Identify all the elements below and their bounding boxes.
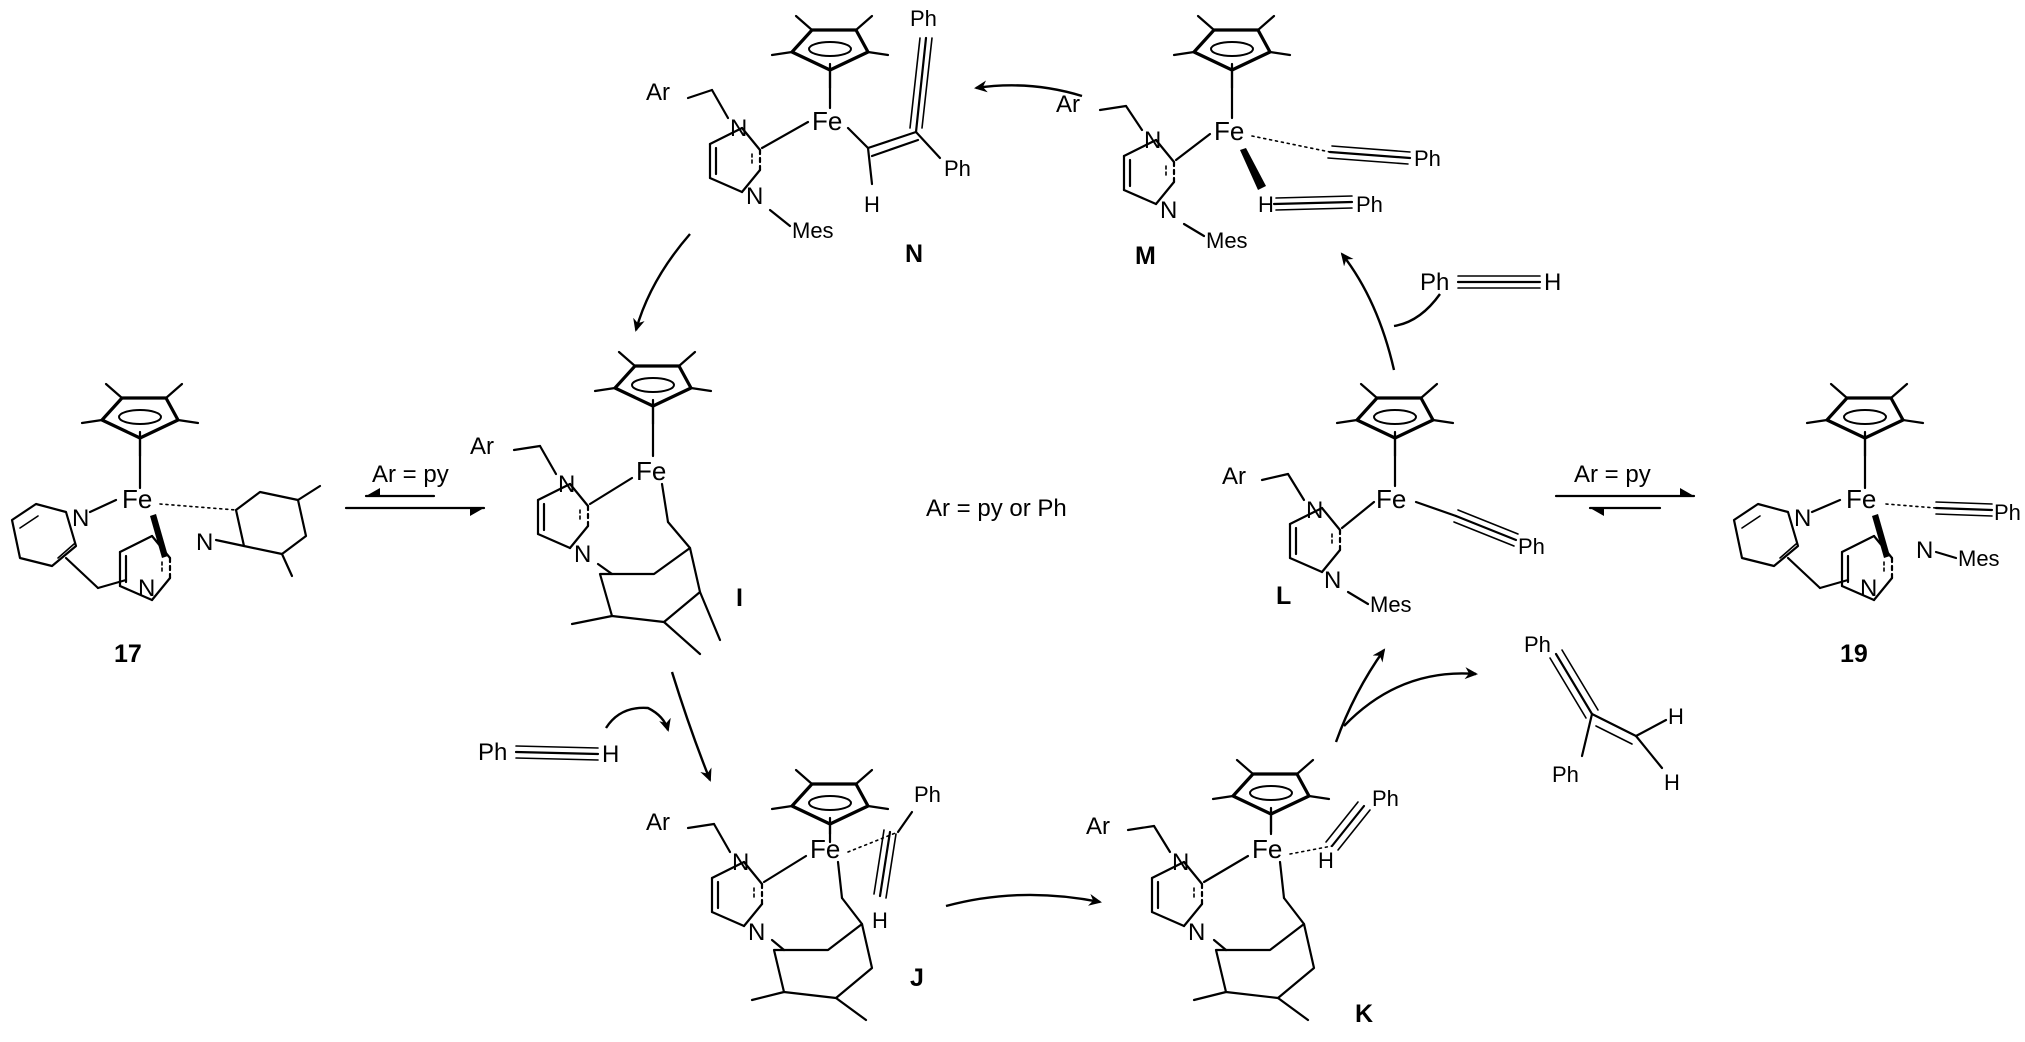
equilibrium-right-label: Ar = py xyxy=(1574,461,1651,488)
iron-atom: Fe xyxy=(810,834,840,864)
product-h-label-2: H xyxy=(1664,770,1680,795)
compound-label-l: L xyxy=(1276,582,1291,610)
compound-label-n: N xyxy=(905,240,923,268)
compound-n: Fe N N Ar Mes H Ph Ph N xyxy=(646,6,971,268)
reagent-phenyl-label: Ph xyxy=(1420,269,1449,296)
equilibrium-arrow-icon xyxy=(470,508,484,516)
mes-label: Mes xyxy=(1206,228,1248,253)
product-phenyl-label-1: Ph xyxy=(1524,632,1551,657)
equilibrium-left-label: Ar = py xyxy=(372,461,449,488)
arrow-k-to-l xyxy=(1334,648,1386,743)
phenyl-label: Ph xyxy=(1994,500,2021,525)
phenyl-side-label: Ph xyxy=(944,156,971,181)
arrow-n-to-i xyxy=(633,233,691,332)
iron-atom: Fe xyxy=(1252,834,1282,864)
iron-atom: Fe xyxy=(812,106,842,136)
reagent-alkyne-right: Ph H xyxy=(1420,269,1561,296)
product-h-label-1: H xyxy=(1668,704,1684,729)
compound-label-k: K xyxy=(1355,1000,1373,1028)
center-note: Ar = py or Ph xyxy=(926,495,1067,522)
aryl-label: Ar xyxy=(646,809,670,836)
compound-label-m: M xyxy=(1135,242,1156,270)
arrow-m-to-n xyxy=(974,80,1083,98)
aryl-label: Ar xyxy=(1056,91,1080,118)
pyridine-n-atom: N xyxy=(1794,505,1811,532)
n1-atom: N xyxy=(558,471,575,498)
reagent-phenyl-label: Ph xyxy=(478,739,507,766)
aryl-label: Ar xyxy=(1086,813,1110,840)
product-phenyl-label-2: Ph xyxy=(1552,762,1579,787)
compound-i: Fe N N Ar I xyxy=(470,350,743,656)
compound-j: Fe N N Ar Ph H J xyxy=(646,768,941,1022)
compound-label-j: J xyxy=(910,964,924,992)
equilibrium-left: Ar = py xyxy=(344,461,486,516)
compound-k: Fe N N Ar Ph H K xyxy=(1086,758,1399,1028)
n3-atom: N xyxy=(1324,567,1341,594)
n1-atom: N xyxy=(1172,849,1189,876)
n3-atom: N xyxy=(1916,537,1933,564)
n1-atom: N xyxy=(1306,497,1323,524)
phenyl-label-1: Ph xyxy=(1414,146,1441,171)
arrow-j-to-k xyxy=(945,893,1102,908)
alkyne-h-label: H xyxy=(872,908,888,933)
n3-atom: N xyxy=(746,183,763,210)
reagent-h-label: H xyxy=(602,741,619,768)
n1-atom: N xyxy=(138,575,155,602)
n3-atom: N xyxy=(196,529,213,556)
equilibrium-right: Ar = py xyxy=(1554,461,1696,516)
aryl-label: Ar xyxy=(470,433,494,460)
iron-atom: Fe xyxy=(1214,116,1244,146)
iron-atom: Fe xyxy=(122,484,152,514)
iron-atom: Fe xyxy=(636,456,666,486)
n3-atom: N xyxy=(748,919,765,946)
arrow-i-to-j xyxy=(670,671,712,782)
arrow-product-out xyxy=(1343,667,1478,727)
compound-l: Fe N N Ar Mes Ph L xyxy=(1222,382,1545,617)
reagent-h-label: H xyxy=(1544,269,1561,296)
n1-atom: N xyxy=(1144,127,1161,154)
mes-label: Mes xyxy=(1958,546,2000,571)
alkyne-h-label: H xyxy=(1318,848,1334,873)
phenyl-label: Ph xyxy=(914,782,941,807)
n1-atom: N xyxy=(732,849,749,876)
compound-label-17: 17 xyxy=(114,640,142,668)
reagent-alkyne-left: Ph H xyxy=(478,739,619,768)
compound-m: Fe N N Ar Mes Ph H Ph M xyxy=(1056,14,1441,270)
arrow-reagent-in-right xyxy=(1393,293,1441,328)
vinyl-h-label: H xyxy=(864,192,880,217)
compound-19: Fe N N N Mes Ph 19 xyxy=(1732,382,2021,668)
mes-label: Mes xyxy=(1370,592,1412,617)
phenyl-top-label: Ph xyxy=(910,6,937,31)
alkyne-h-label: H xyxy=(1258,192,1274,217)
equilibrium-arrow-icon xyxy=(1680,488,1694,496)
phenyl-label: Ph xyxy=(1372,786,1399,811)
pyridine-n-atom: N xyxy=(72,505,89,532)
aryl-label: Ar xyxy=(646,79,670,106)
n3-atom: N xyxy=(574,541,591,568)
compound-label-i: I xyxy=(736,584,743,612)
aryl-label: Ar xyxy=(1222,463,1246,490)
n3-atom: N xyxy=(1160,197,1177,224)
compound-17: Fe N N N 17 xyxy=(10,382,322,668)
enyne-product: Ph Ph H H xyxy=(1524,632,1684,795)
arrow-l-to-m xyxy=(1340,252,1396,371)
mes-label: Mes xyxy=(792,218,834,243)
phenyl-label-2: Ph xyxy=(1356,192,1383,217)
iron-atom: Fe xyxy=(1376,484,1406,514)
iron-atom: Fe xyxy=(1846,484,1876,514)
arrow-reagent-in-left xyxy=(604,706,671,732)
phenyl-label: Ph xyxy=(1518,534,1545,559)
n3-atom: N xyxy=(1188,919,1205,946)
compound-label-19: 19 xyxy=(1840,640,1868,668)
n1-atom: N xyxy=(1860,575,1877,602)
n1-atom: N xyxy=(730,115,747,142)
